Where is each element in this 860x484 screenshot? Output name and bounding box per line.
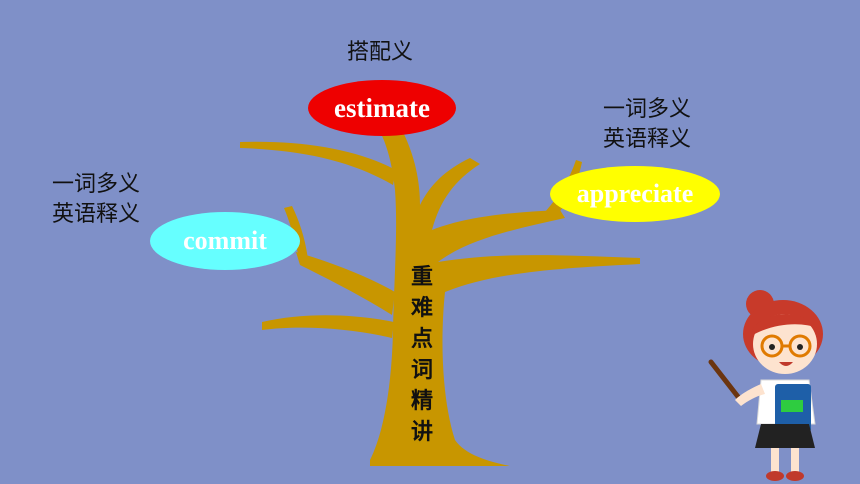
tree-twig-upper-left [240, 141, 396, 185]
appreciate-note: 一词多义 英语释义 [603, 97, 692, 152]
commit-note: 一词多义 英语释义 [52, 172, 141, 227]
tree-branch-left-low [262, 315, 394, 338]
center-title-char: 难 [410, 296, 433, 321]
center-title: 重 难 点 词 精 讲 [404, 262, 440, 448]
center-title-char: 重 [410, 265, 433, 290]
teacher-illustration [708, 290, 823, 481]
commit-oval: commit [150, 212, 300, 270]
tree-branch-left [296, 252, 395, 315]
estimate-note: 搭配义 [347, 40, 414, 65]
center-title-char: 点 [410, 327, 433, 352]
tree-trunk [370, 128, 640, 466]
center-title-char: 词 [410, 358, 433, 383]
estimate-oval: estimate [308, 80, 456, 136]
center-title-char: 讲 [410, 420, 433, 445]
appreciate-oval: appreciate [550, 166, 720, 222]
center-title-char: 精 [410, 389, 433, 414]
